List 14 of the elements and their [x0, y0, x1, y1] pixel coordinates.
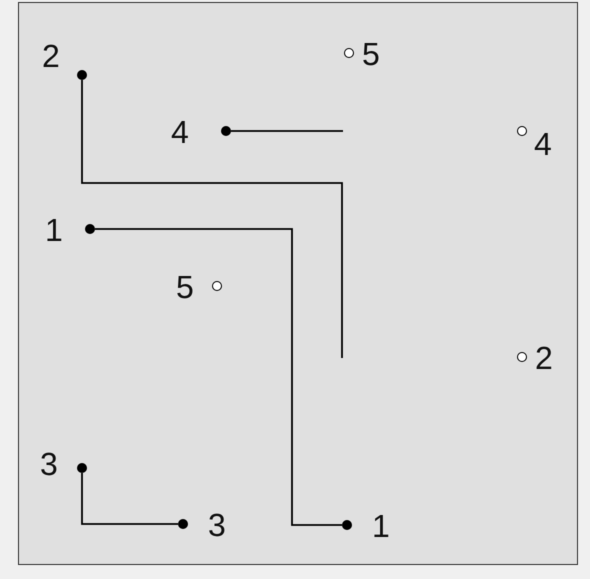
line: [81, 473, 178, 525]
point-number: 2: [535, 342, 553, 374]
point-number: 3: [208, 509, 226, 541]
point-number: 1: [45, 214, 63, 246]
point-number: 4: [171, 116, 189, 148]
point-number: 2: [42, 40, 60, 72]
line: [81, 80, 343, 358]
point-number: 5: [176, 271, 194, 303]
point-number: 4: [534, 128, 552, 160]
line: [231, 130, 343, 132]
line: [95, 228, 342, 526]
point-number: 3: [40, 448, 58, 480]
point-number: 1: [372, 510, 390, 542]
point-number: 5: [362, 38, 380, 70]
